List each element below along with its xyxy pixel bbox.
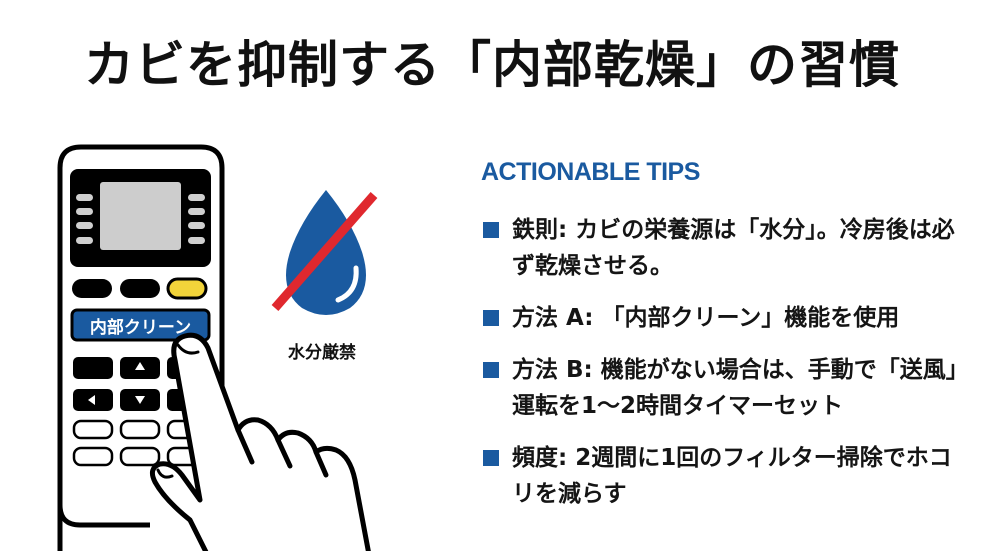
tip-item: 方法 B: 機能がない場合は、手動で「送風」運転を1〜2時間タイマーセット (481, 352, 971, 424)
no-water-icon (271, 190, 378, 315)
square-bullet-icon (483, 450, 499, 466)
tips-list: 鉄則: カビの栄養源は「水分」。冷房後は必ず乾燥させる。 方法 A: 「内部クリ… (481, 212, 971, 528)
pointing-hand-icon (149, 332, 371, 551)
tip-text: 鉄則: カビの栄養源は「水分」。冷房後は必ず乾燥させる。 (512, 217, 955, 279)
internal-clean-button: 内部クリーン (89, 317, 192, 338)
tip-text: 頻度: 2週間に1回のフィルター掃除でホコリを減らす (512, 445, 952, 507)
tip-item: 鉄則: カビの栄養源は「水分」。冷房後は必ず乾燥させる。 (481, 212, 971, 284)
tip-text: 方法 B: 機能がない場合は、手動で「送風」運転を1〜2時間タイマーセット (512, 357, 969, 419)
tip-item: 頻度: 2週間に1回のフィルター掃除でホコリを減らす (481, 440, 971, 512)
no-water-label: 水分厳禁 (288, 343, 356, 363)
page-title: カビを抑制する「内部乾燥」の習慣 (84, 36, 900, 94)
square-bullet-icon (483, 222, 499, 238)
tip-text: 方法 A: 「内部クリーン」機能を使用 (512, 305, 900, 331)
square-bullet-icon (483, 310, 499, 326)
tips-header: ACTIONABLE TIPS (481, 158, 700, 186)
square-bullet-icon (483, 362, 499, 378)
tip-item: 方法 A: 「内部クリーン」機能を使用 (481, 300, 971, 336)
